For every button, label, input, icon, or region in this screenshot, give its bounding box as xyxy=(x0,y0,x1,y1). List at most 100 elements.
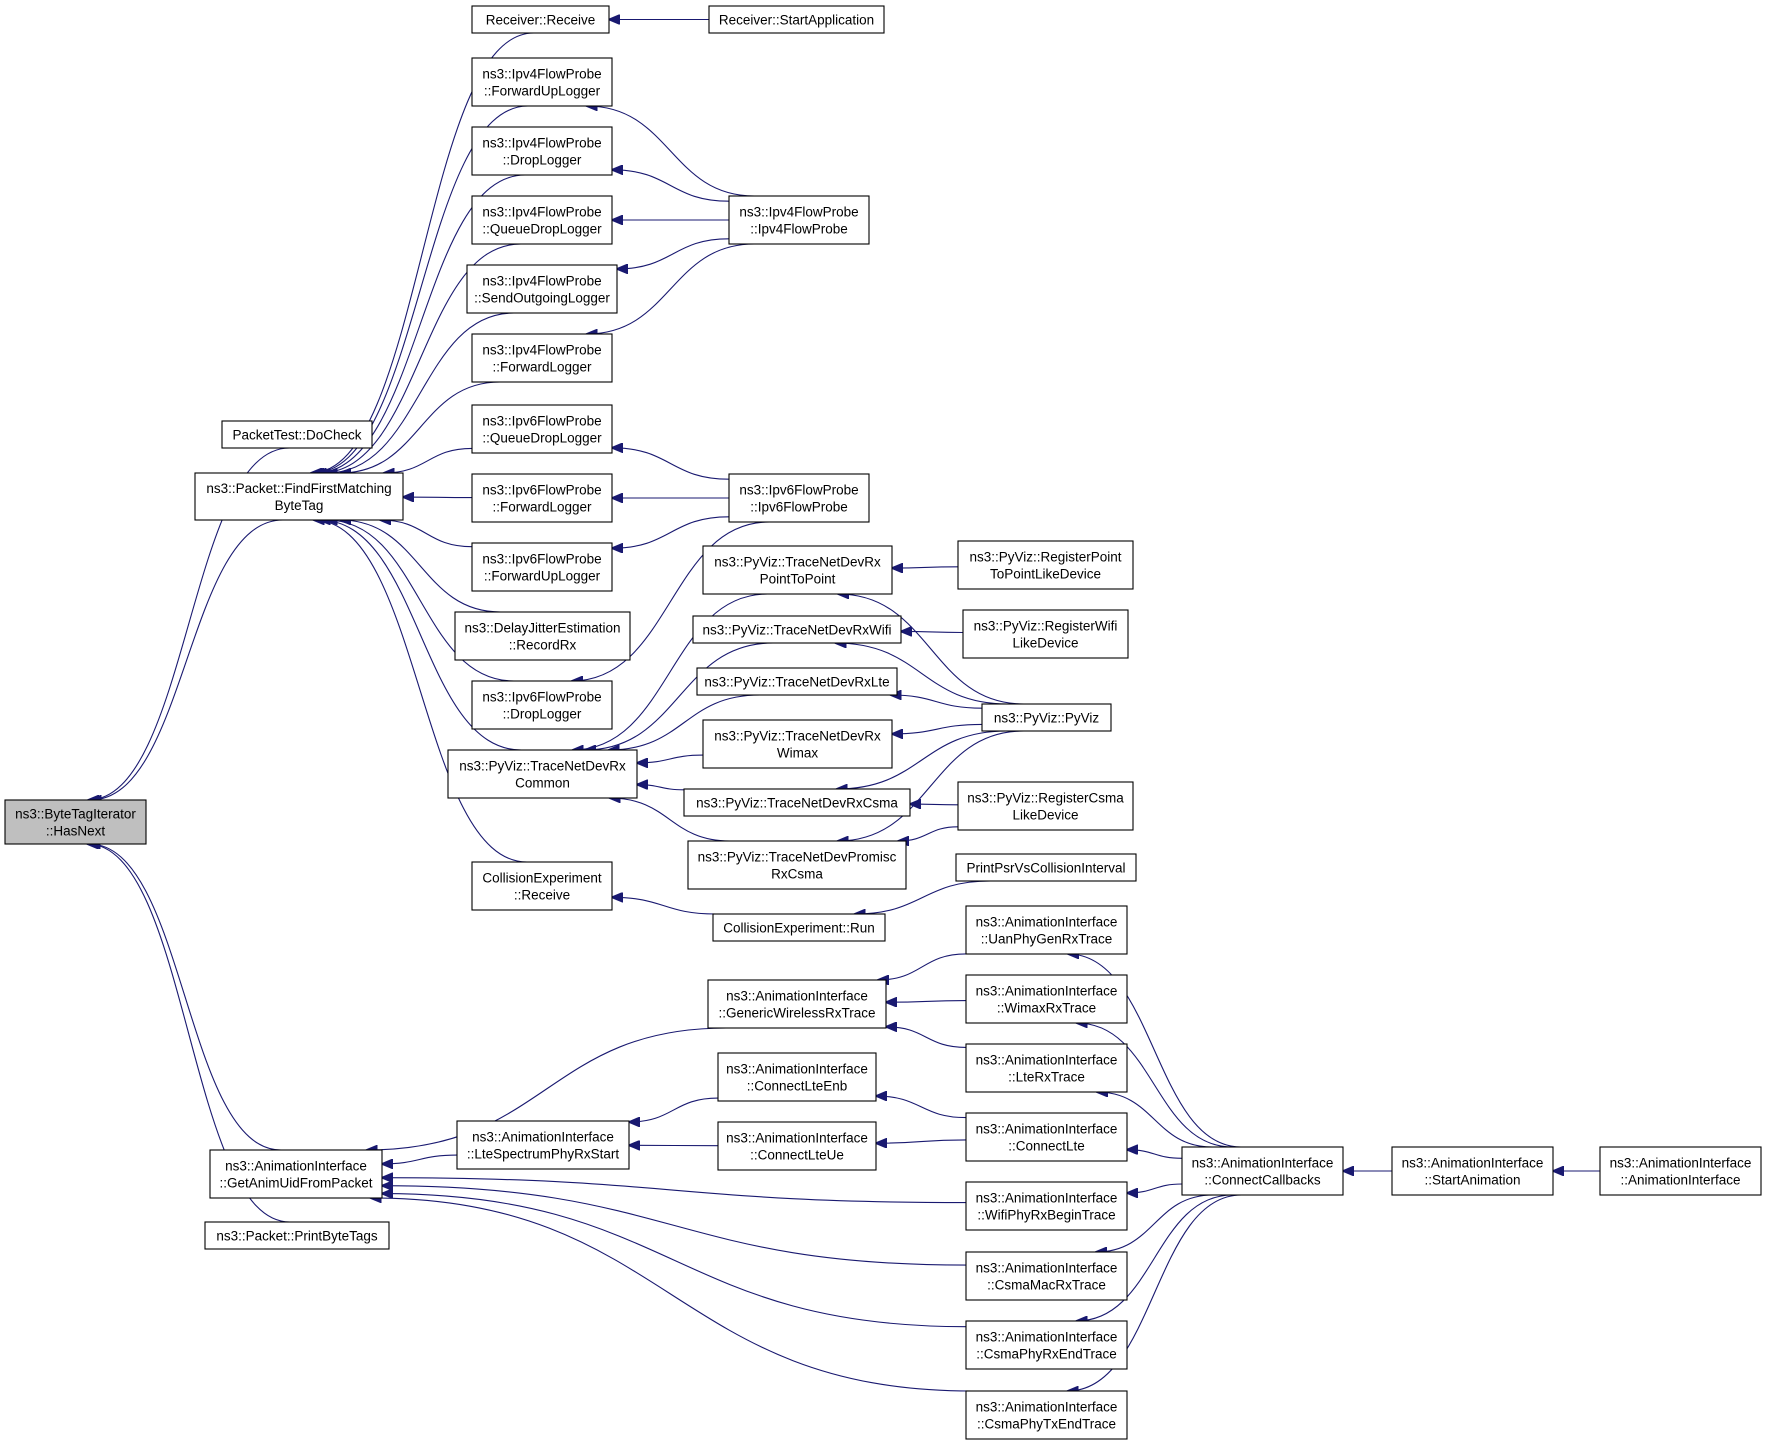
node-uan[interactable]: ns3::AnimationInterface::UanPhyGenRxTrac… xyxy=(965,905,1128,955)
node-startanim[interactable]: ns3::AnimationInterface::StartAnimation xyxy=(1391,1146,1554,1196)
node-label: Common xyxy=(515,776,570,791)
edge-ip6_ctor-to-ip6_qdrop xyxy=(612,448,730,480)
node-animctor[interactable]: ns3::AnimationInterface::AnimationInterf… xyxy=(1599,1146,1762,1196)
node-label: ns3::AnimationInterface xyxy=(1402,1156,1544,1171)
node-recv_receive[interactable]: Receiver::Receive xyxy=(471,5,610,34)
node-ip6_fwd[interactable]: ns3::Ipv6FlowProbe::ForwardLogger xyxy=(471,473,613,523)
edge-pyviz-to-tnd_lte xyxy=(891,695,983,709)
node-label: ::HasNext xyxy=(46,824,106,839)
node-label: ::GetAnimUidFromPacket xyxy=(219,1176,372,1191)
edge-clte-to-clte_ue xyxy=(876,1140,967,1143)
node-clte_enb[interactable]: ns3::AnimationInterface::ConnectLteEnb xyxy=(717,1052,877,1102)
node-clte[interactable]: ns3::AnimationInterface::ConnectLte xyxy=(965,1112,1128,1162)
node-label: ns3::Ipv4FlowProbe xyxy=(482,343,601,358)
node-label: ::UanPhyGenRxTrace xyxy=(981,932,1113,947)
edge-ip4_ctor-to-ip4_send xyxy=(617,238,730,269)
node-ip6_qdrop[interactable]: ns3::Ipv6FlowProbe::QueueDropLogger xyxy=(471,404,613,454)
node-coll_recv[interactable]: CollisionExperiment::Receive xyxy=(471,861,613,911)
edge-packettest-to-root xyxy=(88,447,290,800)
node-label: ToPointLikeDevice xyxy=(990,567,1101,582)
node-ip6_fwdup[interactable]: ns3::Ipv6FlowProbe::ForwardUpLogger xyxy=(471,542,613,592)
node-label: ::ConnectCallbacks xyxy=(1204,1173,1321,1188)
edge-recv_receive-to-ffmbt xyxy=(311,32,534,473)
node-label: ::ForwardUpLogger xyxy=(484,84,601,99)
node-ip6_ctor[interactable]: ns3::Ipv6FlowProbe::Ipv6FlowProbe xyxy=(728,473,870,523)
node-label: ns3::AnimationInterface xyxy=(976,1330,1118,1345)
node-label: PrintPsrVsCollisionInterval xyxy=(966,861,1125,876)
node-box xyxy=(471,542,613,592)
edge-tnd_lte-to-tndrc xyxy=(609,694,760,750)
node-label: ::Receive xyxy=(514,888,570,903)
node-label: ::CsmaPhyTxEndTrace xyxy=(977,1417,1116,1432)
node-printpsr[interactable]: PrintPsrVsCollisionInterval xyxy=(955,853,1137,882)
node-tnd_lte[interactable]: ns3::PyViz::TraceNetDevRxLte xyxy=(696,667,898,696)
node-box xyxy=(471,126,613,176)
node-tnd_wifi[interactable]: ns3::PyViz::TraceNetDevRxWifi xyxy=(692,615,902,644)
node-clte_ue[interactable]: ns3::AnimationInterface::ConnectLteUe xyxy=(717,1121,877,1171)
node-box xyxy=(707,979,887,1029)
node-getanim[interactable]: ns3::AnimationInterface::GetAnimUidFromP… xyxy=(209,1149,383,1199)
edge-wimax-to-gwrx xyxy=(886,1001,967,1003)
node-tnd_csma[interactable]: ns3::PyViz::TraceNetDevRxCsma xyxy=(683,788,911,817)
node-connectcb[interactable]: ns3::AnimationInterface::ConnectCallback… xyxy=(1181,1146,1344,1196)
node-label: ns3::PyViz::RegisterWifi xyxy=(974,619,1118,634)
edge-pyviz-to-tnd_p2p xyxy=(838,594,1024,705)
node-pyviz[interactable]: ns3::PyViz::PyViz xyxy=(981,703,1112,732)
edge-csmarx-to-getanim xyxy=(382,1194,967,1328)
edge-csmatx-to-getanim xyxy=(371,1198,972,1392)
node-ip6_drop[interactable]: ns3::Ipv6FlowProbe::DropLogger xyxy=(471,680,613,730)
node-label: ::ConnectLteEnb xyxy=(747,1079,848,1094)
node-ip4_fwdup[interactable]: ns3::Ipv4FlowProbe::ForwardUpLogger xyxy=(471,57,613,107)
node-reg_p2p[interactable]: ns3::PyViz::RegisterPointToPointLikeDevi… xyxy=(957,540,1134,590)
node-label: ns3::Ipv4FlowProbe xyxy=(482,205,601,220)
node-wifiphy[interactable]: ns3::AnimationInterface::WifiPhyRxBeginT… xyxy=(965,1181,1128,1231)
node-box xyxy=(194,472,404,521)
edge-wifiphy-to-getanim xyxy=(382,1178,967,1204)
node-ip4_drop[interactable]: ns3::Ipv4FlowProbe::DropLogger xyxy=(471,126,613,176)
edge-tndrc-to-ffmbt xyxy=(320,520,522,751)
node-gwrx[interactable]: ns3::AnimationInterface::GenericWireless… xyxy=(707,979,887,1029)
node-label: ns3::AnimationInterface xyxy=(976,1191,1118,1206)
edge-clte-to-clte_enb xyxy=(876,1096,967,1119)
node-label: ::ConnectLte xyxy=(1008,1139,1085,1154)
node-label: ::SendOutgoingLogger xyxy=(474,291,610,306)
node-box xyxy=(702,545,893,595)
node-box xyxy=(717,1052,877,1102)
node-label: ::WifiPhyRxBeginTrace xyxy=(977,1208,1115,1223)
node-printbt[interactable]: ns3::Packet::PrintByteTags xyxy=(204,1221,390,1250)
node-box xyxy=(1391,1146,1554,1196)
node-label: ::LteRxTrace xyxy=(1008,1070,1085,1085)
node-packettest[interactable]: PacketTest::DoCheck xyxy=(221,420,373,449)
node-box xyxy=(471,404,613,454)
edge-connectcb-to-clte xyxy=(1127,1150,1183,1159)
node-ip4_qdrop[interactable]: ns3::Ipv4FlowProbe::QueueDropLogger xyxy=(471,195,613,245)
edge-ip4_send-to-ffmbt xyxy=(327,312,514,473)
node-label: ::RecordRx xyxy=(509,638,577,653)
node-label: ::LteSpectrumPhyRxStart xyxy=(467,1147,620,1162)
edge-uan-to-gwrx xyxy=(878,953,967,980)
node-ltertx[interactable]: ns3::AnimationInterface::LteRxTrace xyxy=(965,1043,1128,1093)
node-recv_start[interactable]: Receiver::StartApplication xyxy=(708,5,885,34)
node-coll_run[interactable]: CollisionExperiment::Run xyxy=(712,913,886,942)
node-wimax[interactable]: ns3::AnimationInterface::WimaxRxTrace xyxy=(965,974,1128,1024)
edge-ffmbt-to-root xyxy=(91,519,283,800)
edge-ltertx-to-gwrx xyxy=(886,1027,967,1048)
node-ip4_fwd[interactable]: ns3::Ipv4FlowProbe::ForwardLogger xyxy=(471,333,613,383)
edge-ip6_ctor-to-ip6_drop xyxy=(572,521,770,681)
node-csmamac[interactable]: ns3::AnimationInterface::CsmaMacRxTrace xyxy=(965,1251,1128,1301)
node-ltespec[interactable]: ns3::AnimationInterface::LteSpectrumPhyR… xyxy=(456,1120,630,1170)
node-csmarx[interactable]: ns3::AnimationInterface::CsmaPhyRxEndTra… xyxy=(965,1320,1128,1370)
node-delay[interactable]: ns3::DelayJitterEstimation::RecordRx xyxy=(454,611,631,661)
node-root[interactable]: ns3::ByteTagIterator::HasNext xyxy=(4,799,147,845)
node-ip4_ctor[interactable]: ns3::Ipv4FlowProbe::Ipv4FlowProbe xyxy=(728,195,870,245)
node-ip4_send[interactable]: ns3::Ipv4FlowProbe::SendOutgoingLogger xyxy=(466,264,618,314)
node-csmatx[interactable]: ns3::AnimationInterface::CsmaPhyTxEndTra… xyxy=(965,1390,1128,1440)
node-label: ns3::Ipv4FlowProbe xyxy=(482,136,601,151)
